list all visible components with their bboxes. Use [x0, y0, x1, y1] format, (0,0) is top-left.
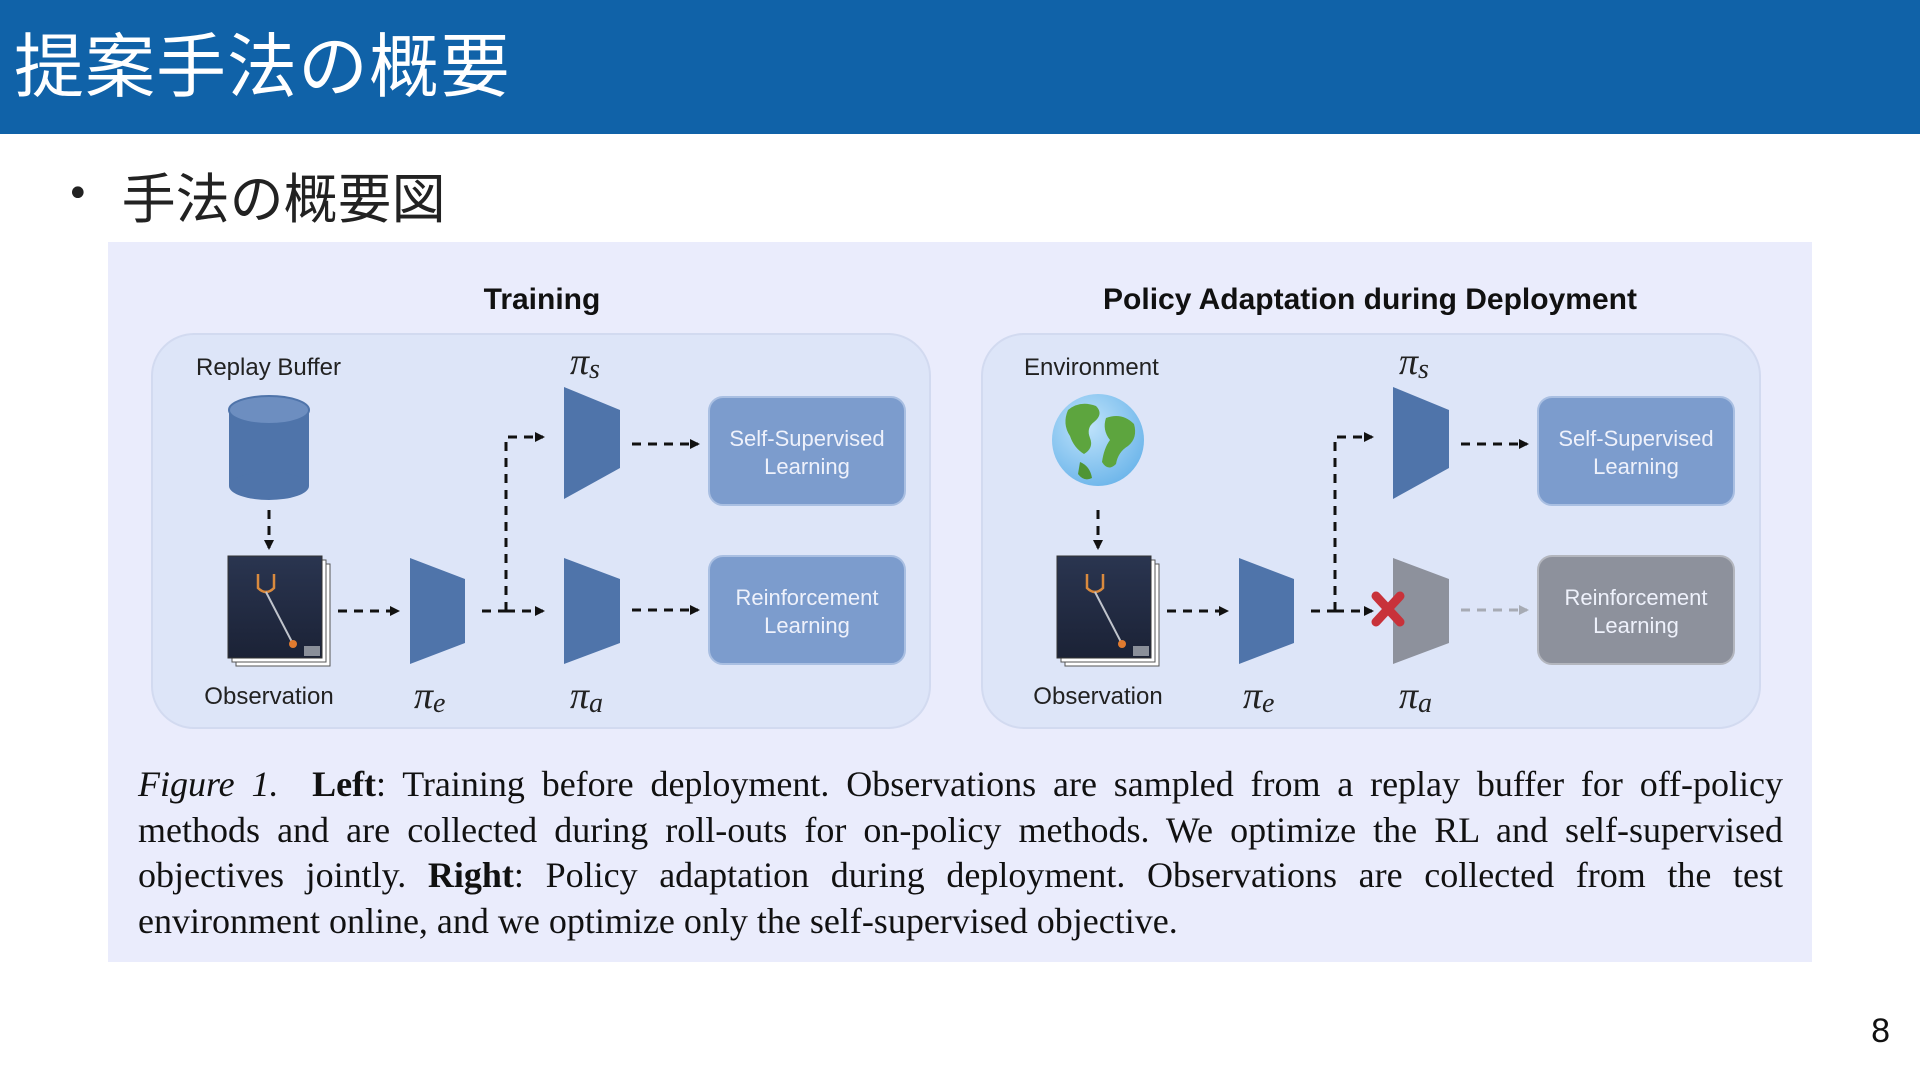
- caption-right-text: : Policy adaptation during deployment. O…: [138, 855, 1783, 941]
- svg-text:Learning: Learning: [764, 613, 850, 638]
- left-panel-heading: Training: [484, 283, 601, 316]
- environment-label: Environment: [1024, 354, 1159, 381]
- head-pi-s-right: [1393, 387, 1449, 499]
- svg-text:Learning: Learning: [1593, 613, 1679, 638]
- head-pi-a-right-disabled: [1393, 558, 1449, 664]
- caption-left-text: : Training before deployment. Observatio…: [138, 764, 1784, 895]
- bullet-item: • 手法の概要図: [66, 158, 446, 231]
- observation-label-right: Observation: [1033, 683, 1162, 710]
- right-panel-heading: Policy Adaptation during Deployment: [1103, 283, 1637, 316]
- pi-e-label-left: πe: [414, 675, 445, 719]
- svg-text:Learning: Learning: [764, 454, 850, 479]
- rl-box-right-disabled: Reinforcement Learning: [1537, 555, 1735, 665]
- svg-text:Self-Supervised: Self-Supervised: [729, 426, 884, 451]
- right-panel: Policy Adaptation during Deployment Envi…: [981, 283, 1761, 729]
- caption-right-word: Right: [427, 855, 514, 895]
- ssl-box-left: Self-Supervised Learning: [708, 396, 906, 506]
- cross-icon: [1371, 591, 1405, 627]
- globe-icon: [1052, 394, 1144, 486]
- svg-text:Learning: Learning: [1593, 454, 1679, 479]
- observation-image: [227, 555, 331, 667]
- figure-caption: Figure 1. Left: Training before deployme…: [138, 762, 1783, 944]
- encoder-pi-e: [410, 558, 465, 664]
- replay-buffer-label: Replay Buffer: [196, 354, 341, 381]
- observation-label-left: Observation: [204, 683, 333, 710]
- left-panel: Training Replay Buffer Observation: [151, 283, 931, 729]
- method-diagram: Training Replay Buffer Observation: [151, 283, 1761, 729]
- svg-text:Reinforcement: Reinforcement: [1564, 585, 1707, 610]
- arrow-to-pi-s-right: [1333, 432, 1374, 611]
- pi-a-label-right: πa: [1399, 675, 1432, 719]
- bullet-text: 手法の概要図: [121, 167, 446, 231]
- head-pi-s-left: [564, 387, 620, 499]
- ssl-box-right: Self-Supervised Learning: [1537, 396, 1735, 506]
- pi-s-label-right: πs: [1399, 341, 1429, 385]
- page-number: 8: [1871, 1012, 1890, 1050]
- caption-figure-label: Figure 1.: [138, 764, 279, 804]
- arrow-to-pi-s-left: [504, 432, 545, 611]
- encoder-pi-e-right: [1239, 558, 1294, 664]
- observation-image-right: [1056, 555, 1160, 667]
- svg-text:Reinforcement: Reinforcement: [735, 585, 878, 610]
- overview-figure: Training Replay Buffer Observation: [108, 242, 1812, 962]
- head-pi-a-left: [564, 558, 620, 664]
- svg-text:Self-Supervised: Self-Supervised: [1558, 426, 1713, 451]
- slide-header: 提案手法の概要: [0, 0, 1920, 134]
- bullet-dot-icon: •: [66, 171, 90, 217]
- replay-buffer-icon: [228, 395, 310, 500]
- pi-a-label-left: πa: [570, 675, 603, 719]
- pi-e-label-right: πe: [1243, 675, 1274, 719]
- slide-title: 提案手法の概要: [14, 26, 511, 108]
- caption-left-word: Left: [312, 764, 377, 804]
- rl-box-left: Reinforcement Learning: [708, 555, 906, 665]
- pi-s-label-left: πs: [570, 341, 600, 385]
